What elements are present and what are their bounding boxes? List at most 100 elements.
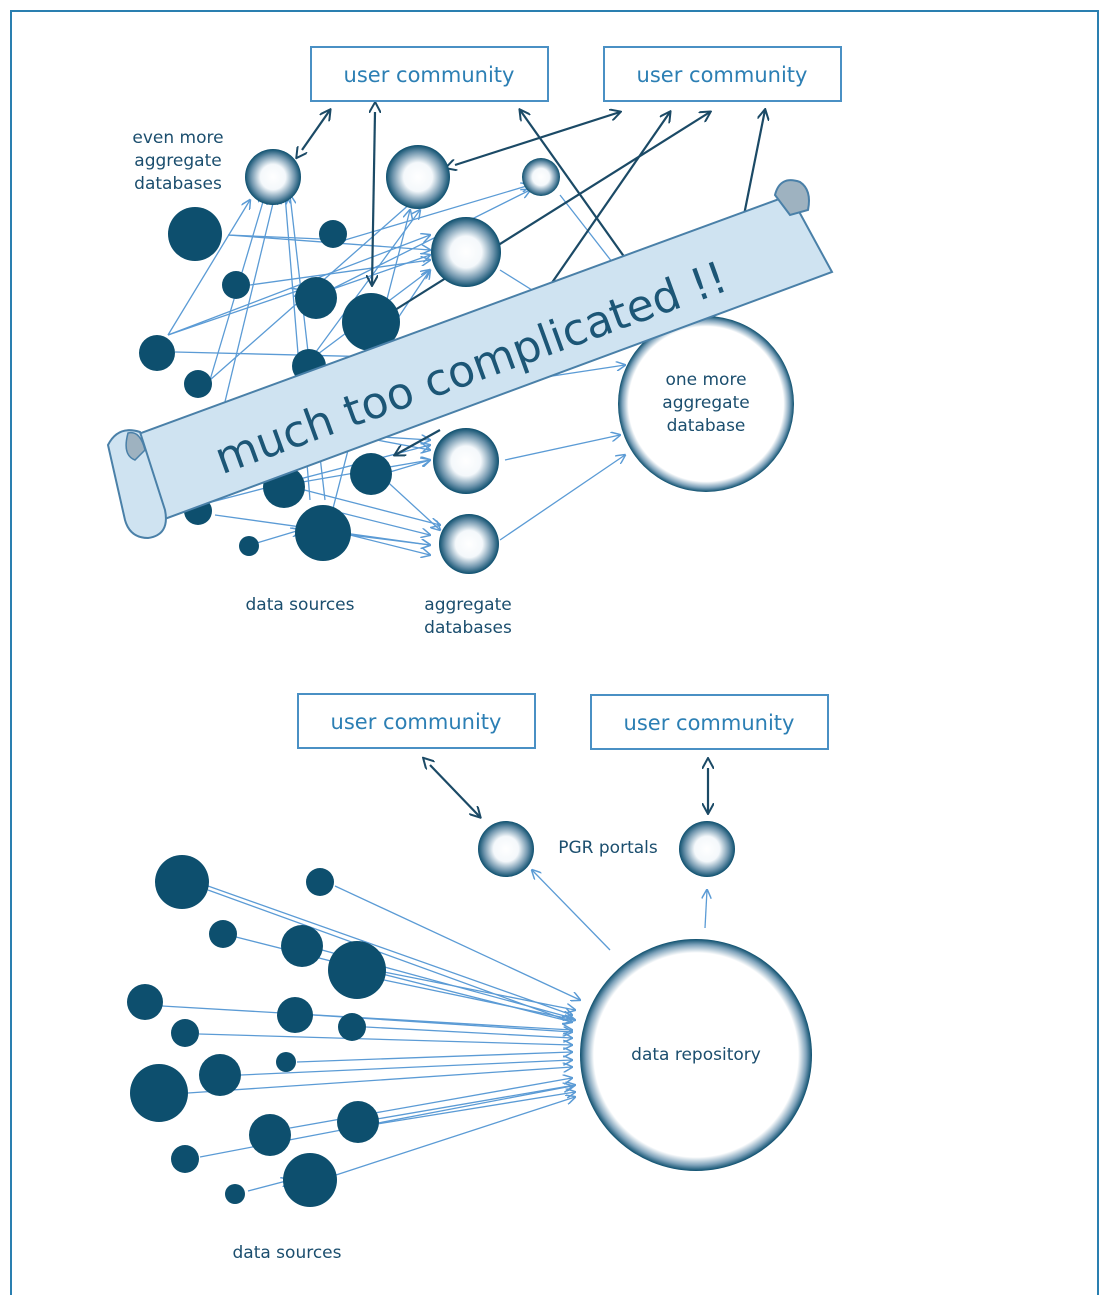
even-more-label-1: even more [132,128,223,148]
data-source-node [338,1013,366,1041]
data-source-node [139,335,175,371]
arrow [383,971,575,1010]
arrow [167,290,300,336]
arrow [207,885,572,1015]
data-source-node [209,920,237,948]
data-source-node [171,1019,199,1047]
arrow [329,509,430,535]
aggregate-database-node [386,145,450,209]
data-source-node [328,941,386,999]
arrow [334,885,580,1000]
data-source-node [222,271,250,299]
banner-curl-left-inner [125,431,146,461]
arrow [284,484,440,525]
top-user-community-left: user community [310,46,549,102]
arrow [383,979,575,1020]
data-source-node [249,1114,291,1156]
arrow [249,260,430,286]
data-source-node [130,1064,188,1122]
arrow [532,870,611,951]
data-source-node [168,207,222,261]
arrow [296,1052,572,1063]
arrow [207,889,572,1022]
aggregate-database-node [439,514,499,574]
aggregate-databases-label-1: aggregate [424,595,511,615]
one-more-label-3: database [667,416,746,436]
data-source-node [342,293,400,351]
banner-curl-left [106,429,167,540]
arrow [379,474,440,530]
data-source-node [319,220,347,248]
data-source-node [295,277,337,319]
arrow [504,435,620,461]
arrow [499,455,625,541]
data-source-node [337,1101,379,1143]
one-more-label-1: one more [665,370,746,390]
bottom-data-sources [127,855,386,1207]
aggregate-database-node [433,428,499,494]
data-source-node [281,925,323,967]
arrow [240,1060,572,1076]
top-user-community-left-label: user community [344,63,515,87]
data-source-node [350,453,392,495]
arrow [247,1180,290,1192]
arrow [349,534,430,555]
bottom-user-community-left: user community [297,693,536,749]
one-more-aggregate-database [618,316,794,492]
arrow [376,1092,575,1125]
data-source-node [277,997,313,1033]
even-more-label-2: aggregate [134,151,221,171]
top-user-community-right-label: user community [637,63,808,87]
data-source-node [127,984,163,1020]
pgr-portals-label: PGR portals [558,838,658,858]
arrow [349,534,430,545]
bottom-user-community-left-label: user community [331,710,502,734]
arrow [335,1097,575,1176]
bidirectional-arrow [430,765,480,817]
data-source-node [199,1054,241,1096]
arrow [705,890,707,929]
data-repository-node [580,939,812,1171]
aggregate-database-node [431,217,501,287]
arrow [167,200,250,336]
data-source-node [155,855,209,909]
bottom-light-arrows [161,870,707,1192]
even-more-label-3: databases [134,174,222,194]
aggregate-database-node [245,149,301,205]
data-source-node [295,505,351,561]
top-user-community-right: user community [603,46,842,102]
bottom-user-community-right-label: user community [624,711,795,735]
arrow [199,445,430,506]
bidirectional-arrow [302,110,330,150]
aggregate-database-node [522,158,560,196]
pgr-portal-node-right [679,821,735,877]
data-source-node [225,1184,245,1204]
arrow [198,1033,572,1045]
arrow [395,429,441,455]
bottom-data-sources-label: data sources [232,1243,341,1263]
arrow [187,1067,572,1094]
data-source-node [171,1145,199,1173]
one-more-label-2: aggregate [662,393,749,413]
top-data-sources-label: data sources [245,595,354,615]
bottom-user-community-right: user community [590,694,829,750]
data-source-node [184,370,212,398]
bidirectional-arrow [372,112,375,285]
bottom-dark-arrows [430,765,708,817]
arrow [365,1026,572,1038]
arrow [289,1078,572,1129]
top-data-sources [139,207,400,561]
banner-curl-right [773,179,810,217]
data-source-node [276,1052,296,1072]
data-source-node [306,868,334,896]
pgr-portal-node-left [478,821,534,877]
arrow [520,110,631,266]
aggregate-databases-label-2: databases [424,618,512,638]
data-repository-label: data repository [631,1045,761,1065]
top-aggregate-databases [245,145,560,574]
arrow [376,1085,575,1120]
data-source-node [283,1153,337,1207]
bidirectional-arrow [455,112,620,165]
data-source-node [239,536,259,556]
